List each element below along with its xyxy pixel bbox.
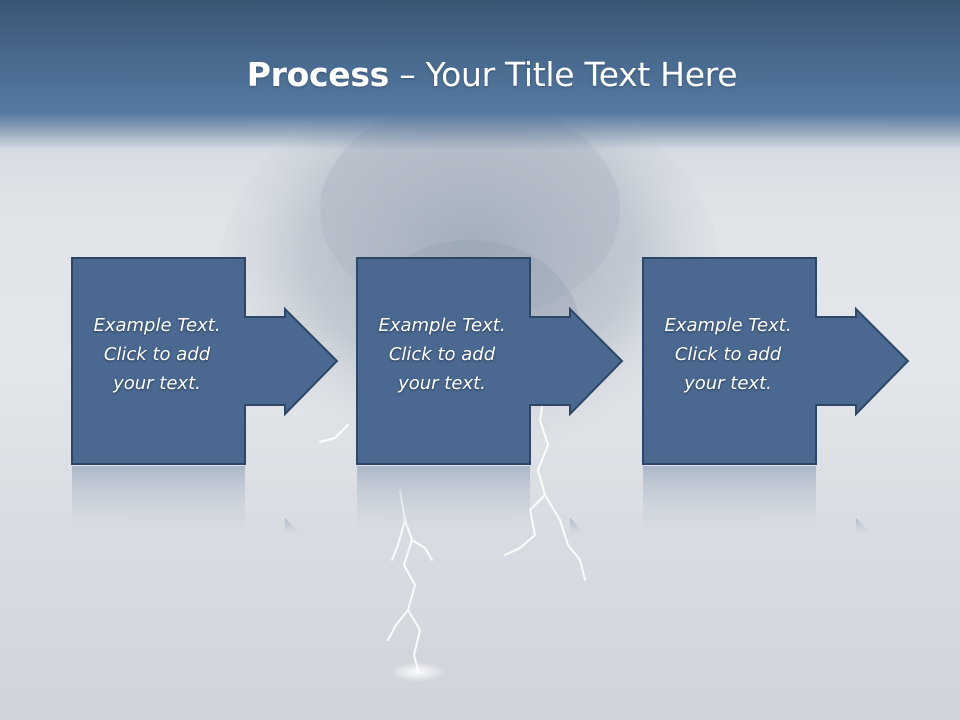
title-bold: Process xyxy=(246,55,390,94)
step-arrow-shape xyxy=(642,257,910,465)
process-step-3[interactable]: Example Text. Click to add your text. xyxy=(642,257,912,465)
step-1-reflection xyxy=(72,466,303,538)
step-arrow-shape xyxy=(356,257,624,465)
step-3-text[interactable]: Example Text. Click to add your text. xyxy=(664,315,792,394)
process-step-1[interactable]: Example Text. Click to add your text. xyxy=(71,257,341,465)
process-step-2[interactable]: Example Text. Click to add your text. xyxy=(356,257,626,465)
step-arrow-shape xyxy=(71,257,339,465)
header-band xyxy=(0,0,960,150)
slide-title[interactable]: Process – Your Title Text Here xyxy=(0,52,960,98)
step-3-reflection xyxy=(643,466,874,538)
step-1-text[interactable]: Example Text. Click to add your text. xyxy=(93,315,221,394)
step-2-reflection xyxy=(357,466,588,538)
step-2-text[interactable]: Example Text. Click to add your text. xyxy=(378,315,506,394)
title-rest: – Your Title Text Here xyxy=(389,55,738,94)
